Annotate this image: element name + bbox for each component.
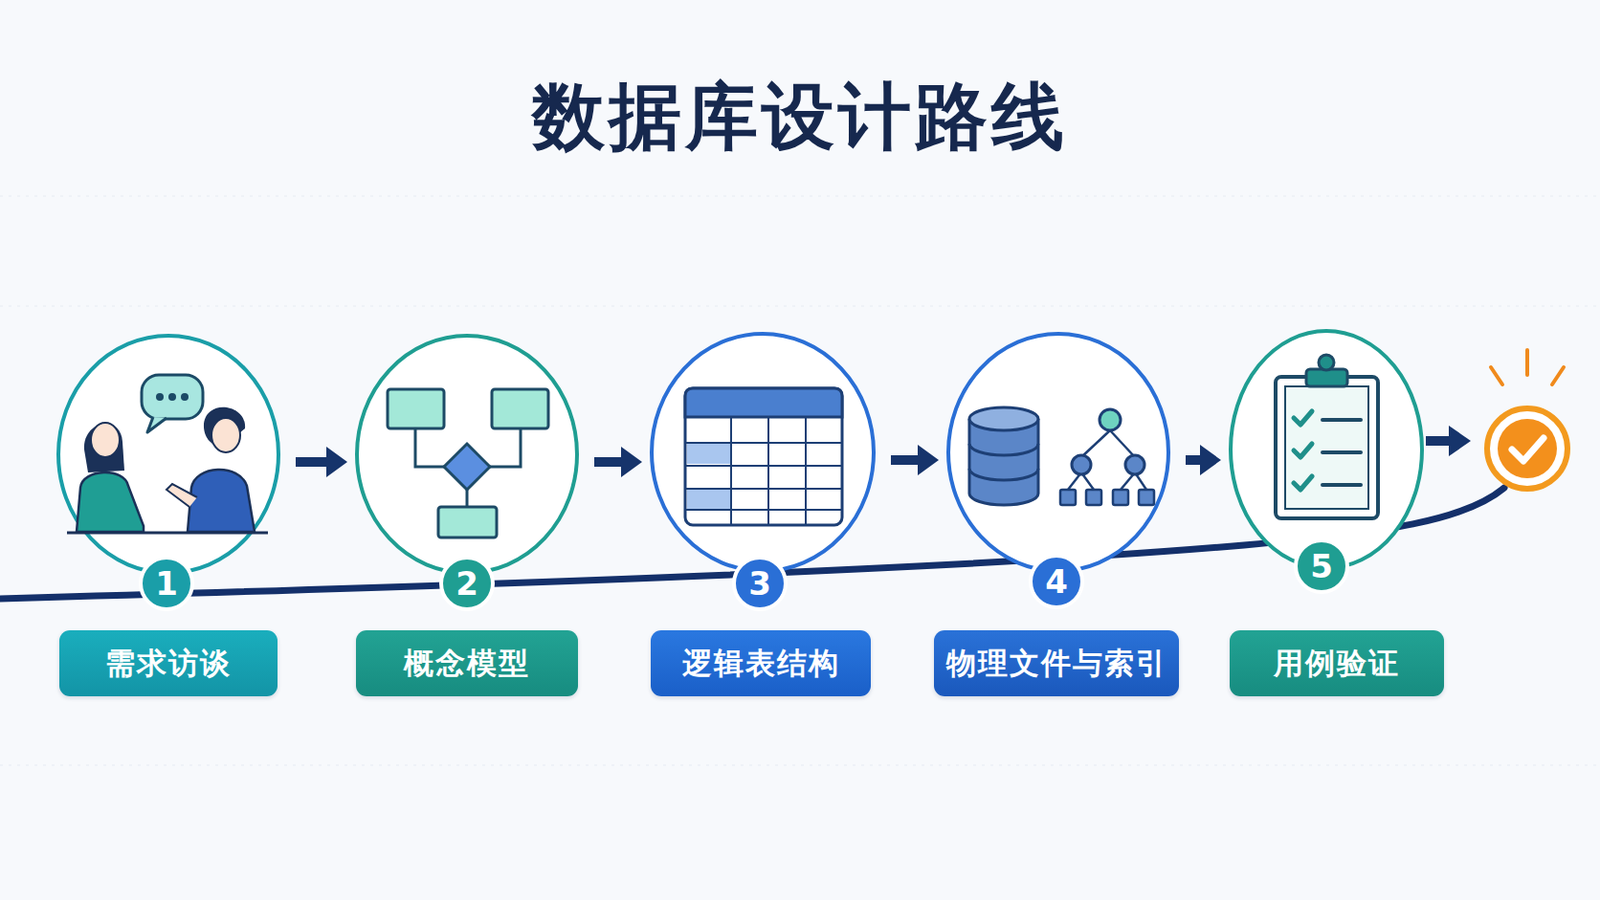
arrow-head xyxy=(1200,444,1222,476)
step-label: 需求访谈 xyxy=(59,630,278,697)
step-label-text: 需求访谈 xyxy=(105,644,232,685)
checklist-illustration xyxy=(1275,355,1378,519)
step-circle: 4 xyxy=(946,332,1171,574)
database-illustration xyxy=(969,407,1155,506)
step-number: 4 xyxy=(1028,554,1085,610)
step-label: 物理文件与索引 xyxy=(933,630,1179,697)
circle-ellipse xyxy=(356,335,578,574)
arrow-head xyxy=(917,444,939,476)
circle-ellipse xyxy=(58,335,279,574)
flowchart-illustration xyxy=(387,389,549,538)
diagram-title: 数据库设计路线 xyxy=(0,68,1600,168)
step-label-text: 逻辑表结构 xyxy=(682,644,841,685)
circle-ellipse xyxy=(651,333,874,572)
arrow-shaft xyxy=(295,457,329,467)
step-label: 逻辑表结构 xyxy=(650,630,871,697)
step-label-text: 物理文件与索引 xyxy=(946,644,1168,685)
step-number: 5 xyxy=(1293,538,1350,595)
flow-arrow xyxy=(594,446,643,478)
table-illustration xyxy=(685,388,843,526)
step-circle: 3 xyxy=(649,332,876,574)
arrow-shaft xyxy=(1185,455,1202,466)
step-number: 2 xyxy=(439,555,495,612)
step-number: 1 xyxy=(138,555,195,612)
step-label: 用例验证 xyxy=(1229,630,1445,697)
step-label-text: 用例验证 xyxy=(1273,644,1400,685)
flow-arrow xyxy=(295,446,348,478)
done-check-icon xyxy=(1487,350,1568,489)
interview-illustration xyxy=(66,375,268,534)
arrow-shaft xyxy=(890,455,920,466)
arrow-head xyxy=(621,446,643,478)
step-circle: 1 xyxy=(56,333,281,576)
arrow-shaft xyxy=(594,457,623,467)
step-circle: 2 xyxy=(355,333,579,576)
grid-lines xyxy=(0,196,1600,766)
flow-arrow xyxy=(1185,444,1222,476)
circle-outline xyxy=(649,332,876,574)
circle-outline xyxy=(946,332,1171,574)
step-label: 概念模型 xyxy=(355,630,578,697)
final-arrow xyxy=(1425,425,1471,457)
arrow-head xyxy=(326,446,348,478)
step-number: 3 xyxy=(732,555,788,612)
circle-ellipse xyxy=(1230,331,1423,569)
circle-outline xyxy=(56,333,281,576)
circle-ellipse xyxy=(948,333,1169,572)
flow-arrow xyxy=(890,444,939,476)
circle-outline xyxy=(1228,329,1424,571)
step-circle: 5 xyxy=(1228,329,1424,571)
circle-outline xyxy=(355,333,579,576)
step-label-text: 概念模型 xyxy=(403,644,531,685)
